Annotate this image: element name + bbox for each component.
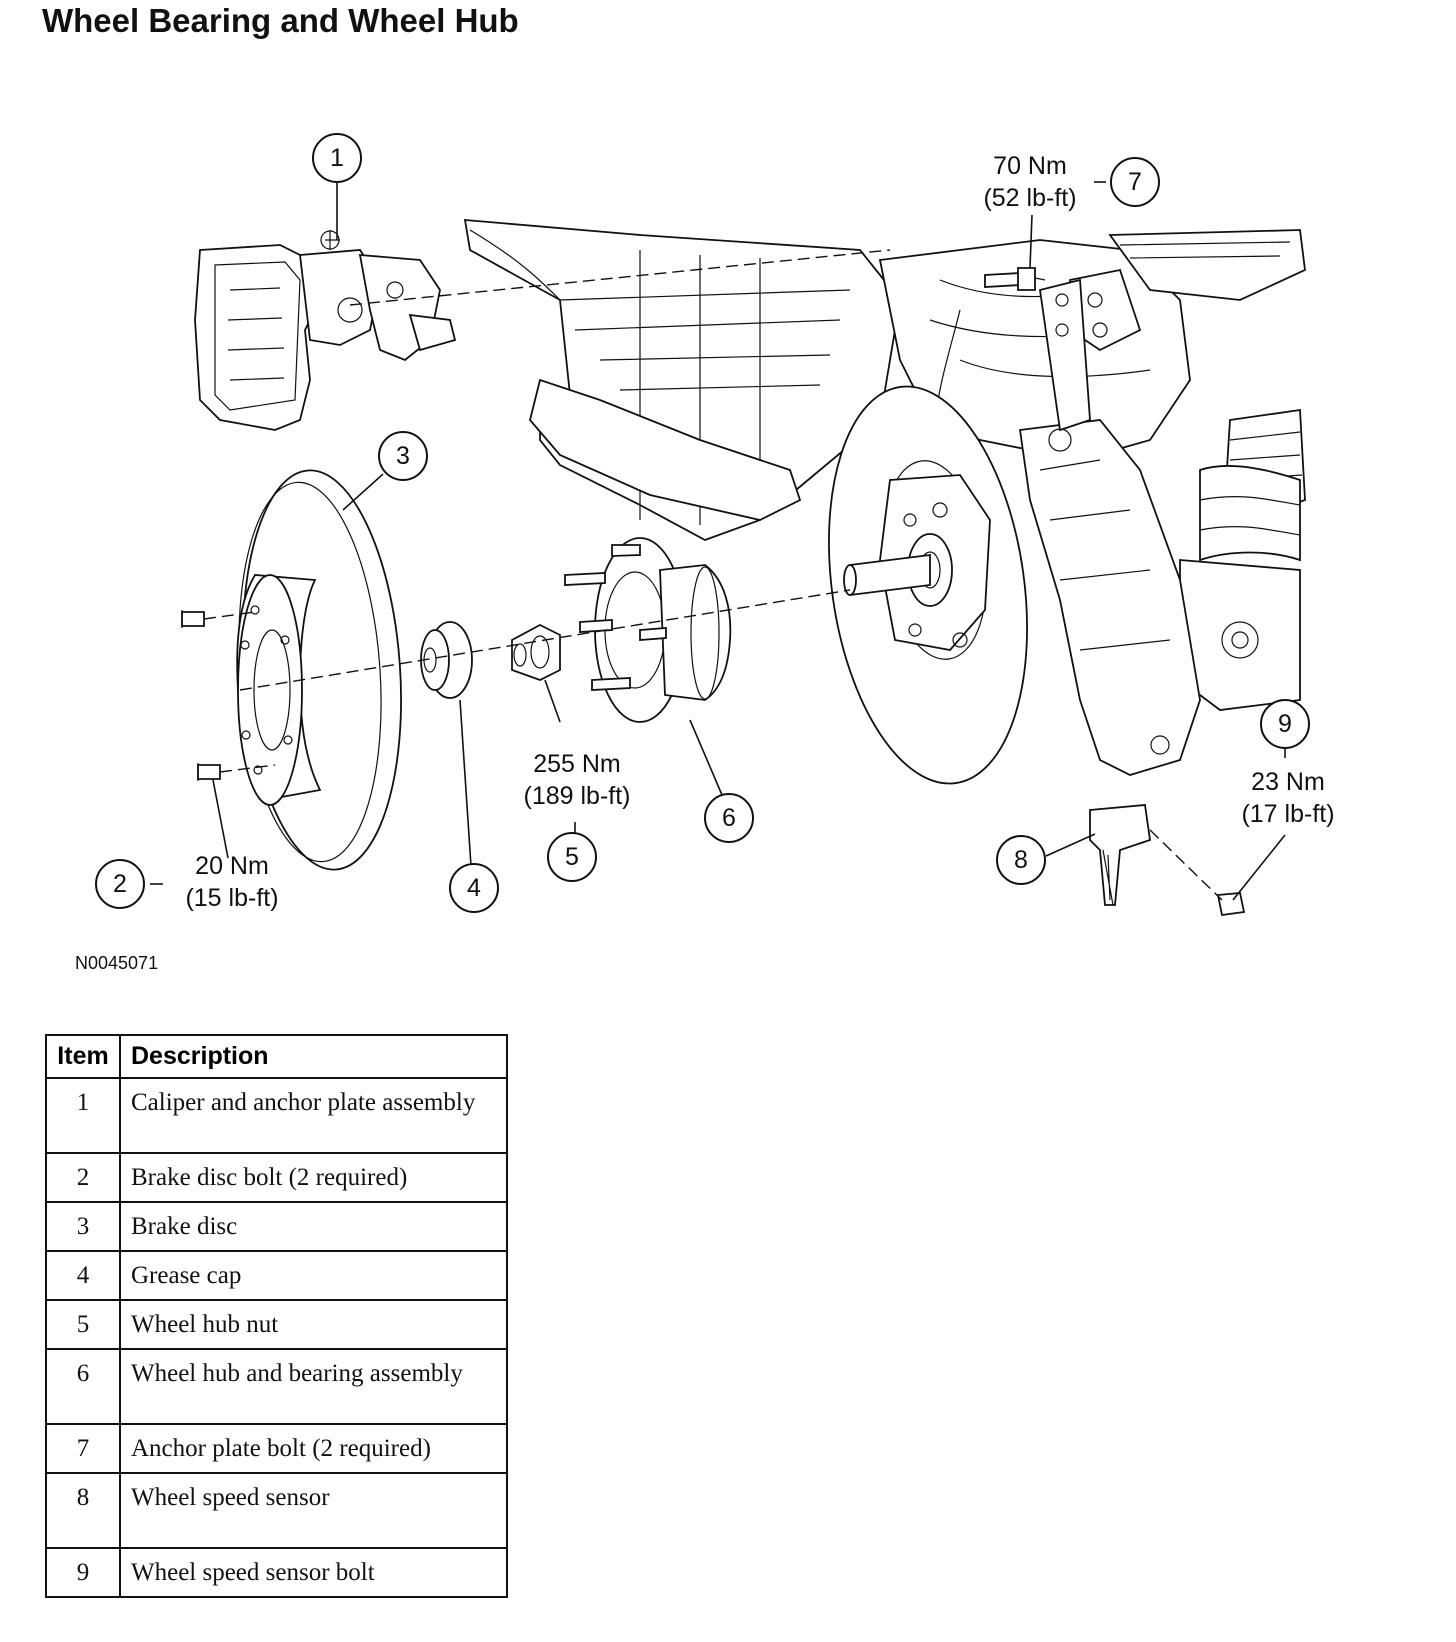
torque-label-item-7: 70 Nm (52 lb-ft) — [983, 152, 1076, 212]
svg-text:6: 6 — [722, 804, 736, 832]
svg-text:2: 2 — [113, 870, 127, 898]
brake-disc-bolts-drawing — [181, 610, 221, 781]
svg-text:3: 3 — [396, 442, 410, 470]
svg-text:4: 4 — [467, 874, 481, 902]
item-number: 4 — [45, 1250, 121, 1301]
svg-text:1: 1 — [330, 144, 344, 172]
item-description: Wheel speed sensor — [119, 1472, 508, 1549]
legend-header-row: Item Description — [45, 1034, 508, 1079]
item-number: 8 — [45, 1472, 121, 1549]
brake-disc-drawing — [236, 469, 402, 871]
item-number: 9 — [45, 1547, 121, 1598]
header-item: Item — [45, 1034, 121, 1079]
callout-4: 4 — [449, 863, 499, 913]
callout-6: 6 — [704, 793, 754, 843]
torque-lbft: (52 lb-ft) — [983, 184, 1076, 212]
torque-lbft: (189 lb-ft) — [524, 782, 631, 810]
torque-lbft: (15 lb-ft) — [185, 884, 278, 912]
torque-label-item-9: 23 Nm (17 lb-ft) — [1241, 768, 1334, 828]
anchor-plate-bolt-drawing — [984, 267, 1036, 291]
callout-8: 8 — [996, 835, 1046, 885]
wheel-hub-bearing-drawing — [564, 537, 732, 723]
parts-legend-table: Item Description 1 Caliper and anchor pl… — [45, 1034, 508, 1598]
dust-shield-drawing — [828, 385, 1028, 785]
leader-lines — [150, 178, 1286, 901]
svg-text:8: 8 — [1014, 846, 1028, 874]
torque-nm: 20 Nm — [195, 852, 269, 880]
callout-9: 9 — [1260, 699, 1310, 749]
callout-2: 2 — [95, 859, 145, 909]
figure-code: N0045071 — [75, 953, 159, 973]
item-description: Wheel hub and bearing assembly — [119, 1348, 508, 1425]
item-description: Grease cap — [119, 1250, 508, 1301]
item-description: Caliper and anchor plate assembly — [119, 1077, 508, 1154]
item-description: Wheel speed sensor bolt — [119, 1547, 508, 1598]
legend-row: 9 Wheel speed sensor bolt — [45, 1547, 508, 1598]
callout-1: 1 — [312, 133, 362, 183]
callout-5: 5 — [547, 832, 597, 882]
legend-row: 3 Brake disc — [45, 1201, 508, 1252]
torque-nm: 70 Nm — [993, 152, 1067, 180]
legend-row: 7 Anchor plate bolt (2 required) — [45, 1423, 508, 1474]
torque-label-item-5: 255 Nm (189 lb-ft) — [524, 750, 631, 810]
item-number: 2 — [45, 1152, 121, 1203]
item-description: Brake disc — [119, 1201, 508, 1252]
legend-row: 4 Grease cap — [45, 1250, 508, 1301]
caliper-assembly-drawing — [194, 230, 457, 431]
item-number: 7 — [45, 1423, 121, 1474]
wheel-hub-nut-drawing — [511, 623, 561, 681]
rear-subframe-drawing — [463, 219, 1306, 711]
torque-nm: 23 Nm — [1251, 768, 1325, 796]
svg-text:9: 9 — [1278, 710, 1292, 738]
item-description: Wheel hub nut — [119, 1299, 508, 1350]
knuckle-and-arm-drawing — [934, 278, 1201, 776]
item-number: 1 — [45, 1077, 121, 1154]
svg-text:5: 5 — [565, 843, 579, 871]
svg-text:7: 7 — [1128, 168, 1142, 196]
wheel-speed-sensor-drawing — [1089, 804, 1246, 917]
header-description: Description — [119, 1034, 508, 1079]
torque-lbft: (17 lb-ft) — [1241, 800, 1334, 828]
legend-row: 1 Caliper and anchor plate assembly — [45, 1077, 508, 1154]
exploded-view-diagram: 1 2 3 4 5 6 7 8 9 20 Nm (15 lb-ft) 255 N… — [95, 133, 1335, 917]
item-number: 6 — [45, 1348, 121, 1425]
grease-cap-drawing — [420, 621, 473, 699]
legend-row: 2 Brake disc bolt (2 required) — [45, 1152, 508, 1203]
page-title: Wheel Bearing and Wheel Hub — [42, 2, 519, 39]
legend-row: 5 Wheel hub nut — [45, 1299, 508, 1350]
callout-7: 7 — [1110, 157, 1160, 207]
torque-label-item-2: 20 Nm (15 lb-ft) — [185, 852, 278, 912]
legend-row: 6 Wheel hub and bearing assembly — [45, 1348, 508, 1425]
torque-nm: 255 Nm — [533, 750, 621, 778]
callout-3: 3 — [378, 431, 428, 481]
item-description: Anchor plate bolt (2 required) — [119, 1423, 508, 1474]
item-number: 3 — [45, 1201, 121, 1252]
item-number: 5 — [45, 1299, 121, 1350]
item-description: Brake disc bolt (2 required) — [119, 1152, 508, 1203]
assembly-axis-lines — [203, 249, 1223, 901]
legend-row: 8 Wheel speed sensor — [45, 1472, 508, 1549]
